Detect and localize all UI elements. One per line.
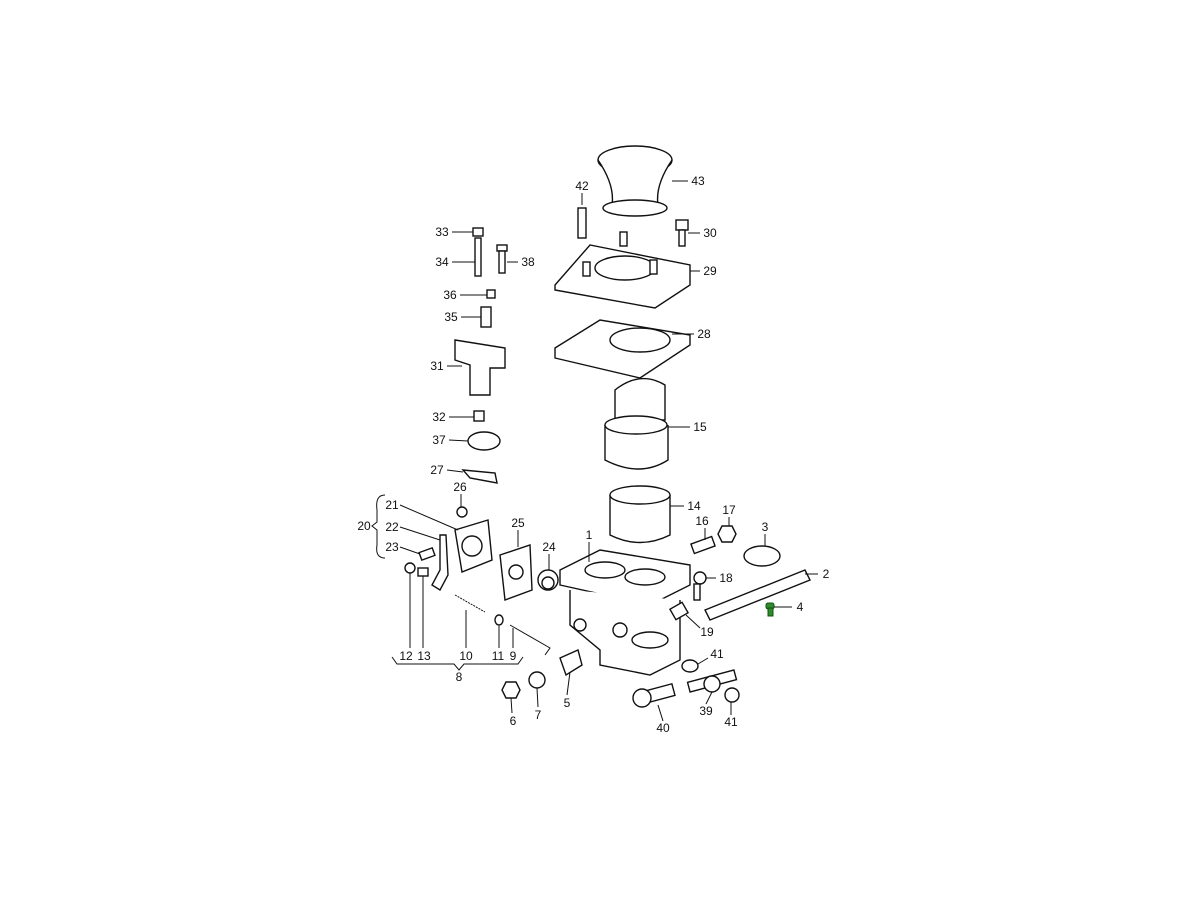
callout-11[interactable]: 11 — [491, 649, 505, 663]
callout-28[interactable]: 28 — [697, 327, 711, 341]
part-3-throttle-plate[interactable] — [743, 545, 781, 567]
part-24-spring[interactable] — [537, 569, 559, 591]
callout-29[interactable]: 29 — [703, 264, 717, 278]
part-40-banjo-bolt[interactable] — [632, 682, 676, 708]
callout-5[interactable]: 5 — [563, 696, 571, 710]
leader-lines — [371, 180, 818, 722]
callout-14[interactable]: 14 — [687, 499, 701, 513]
callout-34[interactable]: 34 — [435, 255, 449, 269]
part-27-gasket[interactable] — [461, 469, 498, 484]
callout-37[interactable]: 37 — [432, 433, 446, 447]
callout-12[interactable]: 12 — [399, 649, 413, 663]
callout-32[interactable]: 32 — [432, 410, 446, 424]
part-23-pin[interactable] — [418, 546, 436, 562]
part-13-bushing[interactable] — [417, 567, 429, 577]
part-34-screw[interactable] — [474, 237, 482, 277]
callout-30[interactable]: 30 — [703, 226, 717, 240]
part-2-throttle-shaft[interactable] — [704, 569, 811, 621]
callout-9[interactable]: 9 — [509, 649, 517, 663]
callout-15[interactable]: 15 — [693, 420, 707, 434]
callout-27[interactable]: 27 — [430, 463, 444, 477]
part-1-carb-body[interactable] — [559, 549, 691, 676]
callout-7[interactable]: 7 — [534, 708, 542, 722]
callout-1[interactable]: 1 — [585, 528, 593, 542]
part-21-pump-cover[interactable] — [454, 519, 493, 573]
callout-8[interactable]: 8 — [455, 670, 463, 684]
part-37-ring[interactable] — [467, 431, 501, 451]
callout-40[interactable]: 40 — [656, 721, 670, 735]
part-4-screw-highlighted[interactable] — [765, 602, 775, 617]
part-38-screw[interactable] — [496, 244, 508, 274]
part-22-lever[interactable] — [431, 534, 449, 591]
part-16-jet[interactable] — [690, 535, 716, 555]
part-5-lever[interactable] — [559, 649, 583, 677]
part-17-nut[interactable] — [717, 525, 737, 543]
callout-10[interactable]: 10 — [459, 649, 473, 663]
part-26-screw[interactable] — [456, 506, 468, 518]
part-41-washer-2[interactable] — [724, 687, 740, 703]
part-36-jet[interactable] — [486, 289, 496, 299]
callout-18[interactable]: 18 — [719, 571, 733, 585]
callout-3[interactable]: 3 — [761, 520, 769, 534]
callout-21[interactable]: 21 — [385, 498, 399, 512]
callout-35[interactable]: 35 — [444, 310, 458, 324]
part-43-air-horn[interactable] — [597, 145, 673, 217]
callout-33[interactable]: 33 — [435, 225, 449, 239]
part-12-nut[interactable] — [404, 562, 416, 574]
callout-16[interactable]: 16 — [695, 514, 709, 528]
part-14-liner[interactable] — [609, 485, 671, 544]
callout-6[interactable]: 6 — [509, 714, 517, 728]
part-30-screw[interactable] — [675, 219, 689, 247]
callout-4[interactable]: 4 — [796, 600, 804, 614]
callout-24[interactable]: 24 — [542, 540, 556, 554]
part-11-washer[interactable] — [494, 614, 504, 626]
callout-42[interactable]: 42 — [575, 179, 589, 193]
callout-13[interactable]: 13 — [417, 649, 431, 663]
callout-22[interactable]: 22 — [385, 520, 399, 534]
callout-25[interactable]: 25 — [511, 516, 525, 530]
part-7-washer[interactable] — [528, 671, 546, 689]
part-29-carb-cover[interactable] — [554, 231, 691, 309]
callout-31[interactable]: 31 — [430, 359, 444, 373]
part-35-jet[interactable] — [480, 306, 492, 328]
part-31-emulsion-block[interactable] — [454, 339, 506, 396]
part-33-screw[interactable] — [472, 227, 484, 237]
part-25-diaphragm[interactable] — [499, 544, 533, 601]
part-39-banjo[interactable] — [686, 669, 738, 693]
callout-38[interactable]: 38 — [521, 255, 535, 269]
callout-43[interactable]: 43 — [691, 174, 705, 188]
callout-23[interactable]: 23 — [385, 540, 399, 554]
part-32-jet[interactable] — [473, 410, 485, 422]
callout-41-lower[interactable]: 41 — [724, 715, 738, 729]
callout-26[interactable]: 26 — [453, 480, 467, 494]
part-6-nut[interactable] — [501, 681, 521, 699]
part-15-venturi[interactable] — [604, 377, 669, 470]
part-9-rod[interactable] — [509, 624, 551, 656]
callout-41[interactable]: 41 — [710, 647, 724, 661]
callout-36[interactable]: 36 — [443, 288, 457, 302]
part-42-stud[interactable] — [577, 207, 587, 239]
part-19-spring[interactable] — [668, 601, 690, 621]
part-28-gasket[interactable] — [554, 319, 691, 379]
callout-2[interactable]: 2 — [822, 567, 830, 581]
part-10-spring[interactable] — [454, 594, 486, 613]
part-18-screw[interactable] — [693, 571, 707, 601]
part-41-washer[interactable] — [681, 659, 699, 673]
callout-20[interactable]: 20 — [357, 519, 371, 533]
callout-19[interactable]: 19 — [700, 625, 714, 639]
callout-17[interactable]: 17 — [722, 503, 736, 517]
callout-39[interactable]: 39 — [699, 704, 713, 718]
